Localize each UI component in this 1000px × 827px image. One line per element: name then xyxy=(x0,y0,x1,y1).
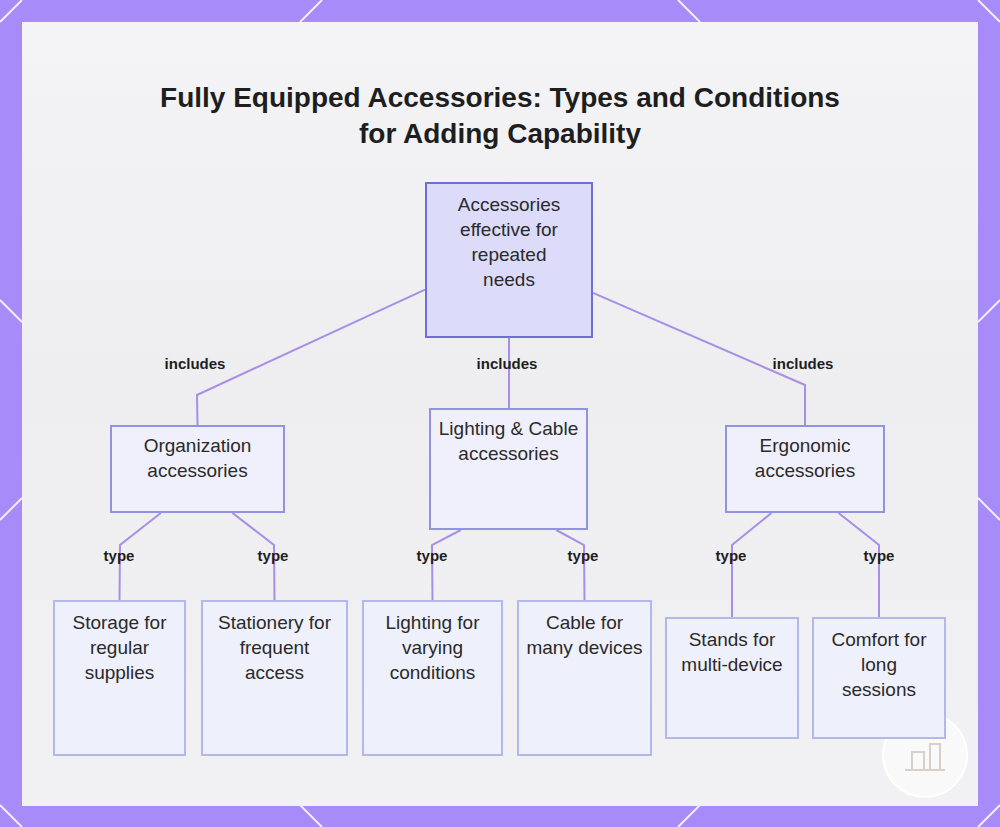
connector-line xyxy=(432,530,461,600)
edge-label: type xyxy=(716,547,747,565)
diagram-title: Fully Equipped Accessories: Types and Co… xyxy=(150,80,850,152)
type-box: Storage for regular supplies xyxy=(53,600,186,756)
edge-label: includes xyxy=(165,355,226,373)
node-text: Accessories effective for repeated needs xyxy=(444,192,574,292)
node-text: Stands for multi-device xyxy=(677,627,787,677)
badge-icon xyxy=(905,744,945,770)
node-text: Organization accessories xyxy=(118,433,278,483)
connector-line xyxy=(556,530,584,600)
type-box: Stands for multi-device xyxy=(665,617,799,739)
node-text: Cable for many devices xyxy=(522,610,647,660)
edge-label: includes xyxy=(477,355,538,373)
edge-label: includes xyxy=(773,355,834,373)
type-box: Cable for many devices xyxy=(517,600,652,756)
node-text: Stationery for frequent access xyxy=(210,610,340,685)
node-text: Lighting & Cable accessories xyxy=(439,416,579,466)
root-box: Accessories effective for repeated needs xyxy=(425,182,593,338)
node-text: Storage for regular supplies xyxy=(65,610,175,685)
connector-line xyxy=(839,513,879,617)
edge-label: type xyxy=(417,547,448,565)
type-box: Lighting for varying conditions xyxy=(362,600,503,756)
type-box: Stationery for frequent access xyxy=(201,600,348,756)
connector-line xyxy=(508,338,510,408)
type-box: Comfort for long sessions xyxy=(812,617,946,739)
category-box: Organization accessories xyxy=(110,425,285,513)
category-box: Lighting & Cable accessories xyxy=(429,408,588,530)
edge-label: type xyxy=(104,547,135,565)
category-box: Ergonomic accessories xyxy=(725,425,885,513)
edge-label: type xyxy=(864,547,895,565)
edge-label: type xyxy=(258,547,289,565)
node-text: Ergonomic accessories xyxy=(730,433,880,483)
node-text: Comfort for long sessions xyxy=(824,627,934,702)
connector-line xyxy=(197,290,425,425)
edge-label: type xyxy=(568,547,599,565)
connector-line xyxy=(732,513,771,617)
node-text: Lighting for varying conditions xyxy=(378,610,488,685)
